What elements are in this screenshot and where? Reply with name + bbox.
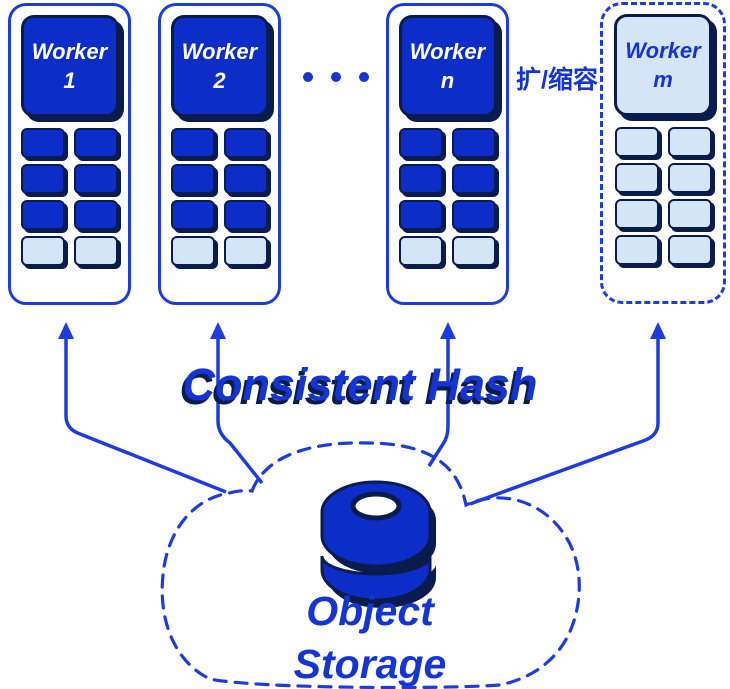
worker-index: m <box>653 66 673 92</box>
shard-block-free <box>667 235 712 265</box>
shard-block <box>21 164 65 194</box>
worker-m-node: Worker m <box>600 2 726 304</box>
consistent-hash-label: Consistent Hash <box>182 359 538 410</box>
worker-label: Worker <box>31 38 108 64</box>
object-storage-label: Object Storage <box>155 585 585 689</box>
worker-2-shards <box>161 128 278 266</box>
shard-block-free <box>21 236 65 266</box>
shard-block <box>399 200 443 230</box>
worker-index: n <box>440 67 455 93</box>
object-storage-line1: Object <box>306 588 434 634</box>
shard-block <box>21 128 65 158</box>
dot-icon <box>359 72 369 82</box>
shard-block-free <box>667 199 712 229</box>
worker-index: 2 <box>213 67 226 93</box>
dot-icon <box>303 72 313 82</box>
shard-block <box>171 128 215 158</box>
ellipsis-dots <box>303 72 369 82</box>
shard-block-free <box>614 199 659 229</box>
shard-block-free <box>614 163 659 193</box>
worker-n-node: Worker n <box>386 3 509 305</box>
worker-2-header: Worker 2 <box>170 15 269 117</box>
worker-1-header: Worker 1 <box>20 15 119 117</box>
arrow-up-icon-group <box>58 322 666 506</box>
worker-n-shards <box>389 128 506 266</box>
worker-m-shards <box>603 127 723 265</box>
dot-icon <box>331 72 341 82</box>
shard-block <box>224 200 268 230</box>
scale-label: 扩/缩容 <box>516 66 598 94</box>
shard-block-free <box>667 127 712 157</box>
shard-block-free <box>399 236 443 266</box>
shard-block-free <box>614 127 659 157</box>
shard-block <box>399 128 443 158</box>
shard-block <box>74 200 118 230</box>
shard-block-free <box>171 236 215 266</box>
worker-label: Worker <box>409 38 486 64</box>
shard-block-free <box>452 236 496 266</box>
shard-block <box>171 200 215 230</box>
worker-label: Worker <box>625 37 701 63</box>
shard-block-free <box>224 236 268 266</box>
worker-1-shards <box>11 128 128 266</box>
worker-2-node: Worker 2 <box>158 3 281 305</box>
worker-index: 1 <box>63 67 76 93</box>
shard-block <box>452 164 496 194</box>
shard-block <box>452 200 496 230</box>
worker-1-node: Worker 1 <box>8 3 131 305</box>
shard-block-free <box>667 163 712 193</box>
worker-n-header: Worker n <box>398 15 497 117</box>
shard-block <box>21 200 65 230</box>
arrow-worker-m <box>469 322 666 506</box>
shard-block <box>224 164 268 194</box>
worker-m-header: Worker m <box>614 14 712 116</box>
shard-block <box>74 128 118 158</box>
shard-block <box>171 164 215 194</box>
worker-label: Worker <box>181 38 258 64</box>
shard-block <box>74 164 118 194</box>
shard-block <box>399 164 443 194</box>
shard-block-free <box>74 236 118 266</box>
object-storage-line2: Storage <box>293 641 447 687</box>
shard-block-free <box>614 235 659 265</box>
shard-block <box>452 128 496 158</box>
shard-block <box>224 128 268 158</box>
